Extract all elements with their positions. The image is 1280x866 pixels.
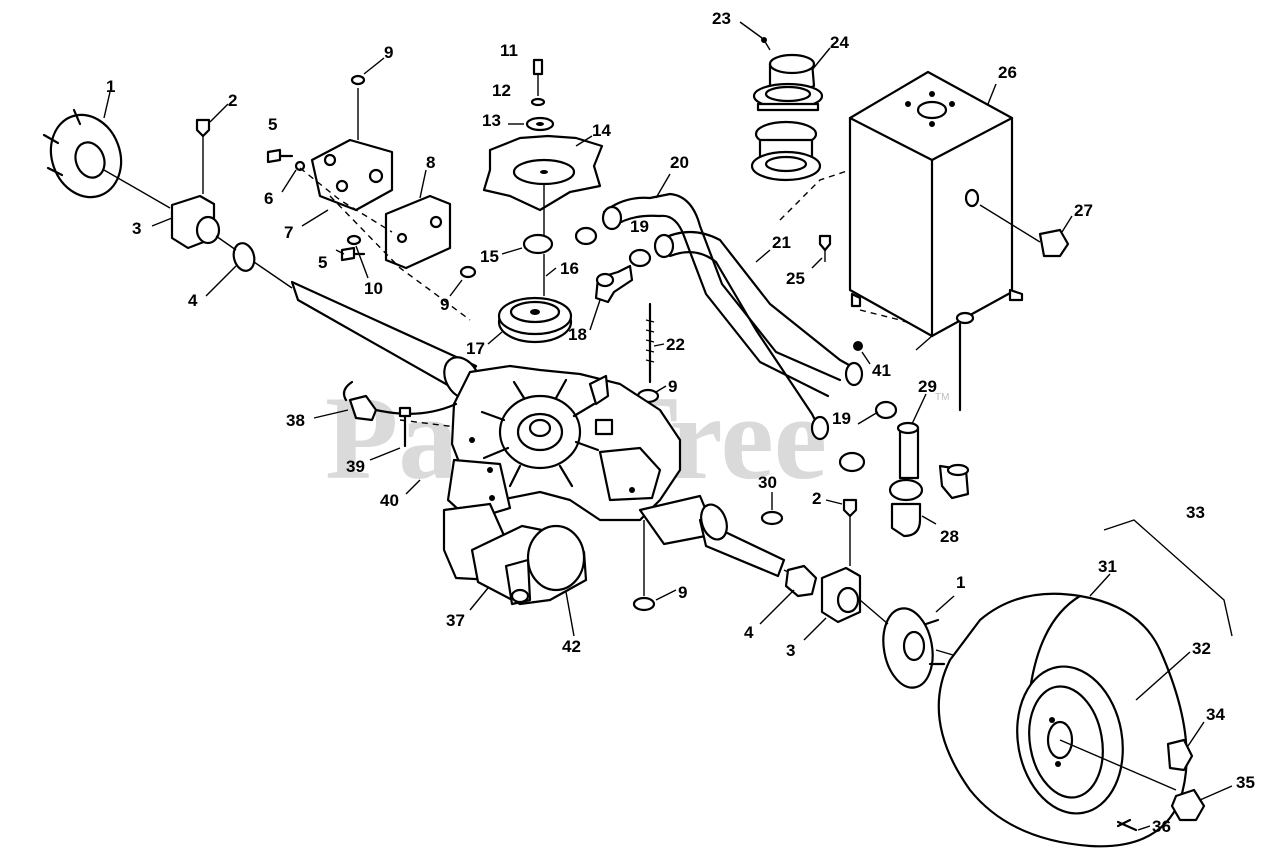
- callout-30: 30: [758, 473, 777, 492]
- elbow-fitting-18: [594, 264, 634, 304]
- pulley: [497, 296, 573, 344]
- callout-7: 7: [284, 223, 293, 242]
- bracket-33: [1103, 519, 1233, 637]
- callout-2-right: 2: [812, 489, 821, 508]
- callout-5: 5: [268, 115, 277, 134]
- tire-and-rim: [937, 592, 1188, 848]
- callout-21: 21: [772, 233, 791, 252]
- callout-28: 28: [940, 527, 959, 546]
- reservoir-cap: [750, 37, 824, 182]
- callout-12: 12: [492, 81, 511, 100]
- callout-15: 15: [480, 247, 499, 266]
- callout-10: 10: [364, 279, 383, 298]
- callout-40: 40: [380, 491, 399, 510]
- callout-3: 3: [132, 219, 141, 238]
- callout-4: 4: [188, 291, 198, 310]
- callout-37: 37: [446, 611, 465, 630]
- callout-42: 42: [562, 637, 581, 656]
- right-wheel-hub: [859, 599, 971, 689]
- callout-22: 22: [666, 335, 685, 354]
- callout-23: 23: [712, 9, 731, 28]
- callout-20: 20: [670, 153, 689, 172]
- callout-17: 17: [466, 339, 485, 358]
- callout-31: 31: [1098, 557, 1117, 576]
- callout-19-top: 19: [630, 217, 649, 236]
- callout-9-bracket: 9: [440, 295, 449, 314]
- callout-33: 33: [1186, 503, 1205, 522]
- fan-assembly: [482, 58, 604, 296]
- callout-14: 14: [592, 121, 611, 140]
- callout-41: 41: [872, 361, 891, 380]
- callout-32: 32: [1192, 639, 1211, 658]
- bolt-39: [398, 406, 412, 448]
- callout-9-bottom: 9: [678, 583, 687, 602]
- transmission-body: [442, 364, 682, 582]
- right-axle-shaft: [638, 494, 801, 579]
- left-bearing-housing: [170, 118, 221, 250]
- callout-8: 8: [426, 153, 435, 172]
- callout-16: 16: [560, 259, 579, 278]
- motor: [470, 524, 588, 606]
- bracket-7: [310, 74, 394, 212]
- callout-4-right: 4: [744, 623, 754, 642]
- right-bearing-housing: [784, 498, 862, 624]
- callout-24: 24: [830, 33, 849, 52]
- leader-axle: [215, 235, 237, 251]
- callout-3-right: 3: [786, 641, 795, 660]
- key-30: [760, 510, 784, 526]
- hoses: [601, 192, 864, 441]
- fitting-38: [342, 380, 458, 422]
- screws-5-6: [266, 148, 366, 262]
- washer-9-lower: [632, 596, 656, 612]
- callout-27: 27: [1074, 201, 1093, 220]
- callout-18: 18: [568, 325, 587, 344]
- callout-19-lower: 19: [832, 409, 851, 428]
- callout-6: 6: [264, 189, 273, 208]
- left-axle-bearing: [232, 242, 256, 272]
- callout-34: 34: [1206, 705, 1225, 724]
- callout-1: 1: [106, 77, 115, 96]
- callout-1-right: 1: [956, 573, 965, 592]
- callout-26: 26: [998, 63, 1017, 82]
- filter-assembly: [888, 421, 970, 538]
- callout-11: 11: [500, 41, 518, 60]
- callout-39: 39: [346, 457, 365, 476]
- callout-29: 29: [918, 377, 937, 396]
- callout-25: 25: [786, 269, 805, 288]
- breather-27: [979, 204, 1070, 258]
- callout-2: 2: [228, 91, 237, 110]
- callout-35: 35: [1236, 773, 1255, 792]
- reservoir-tank: [848, 70, 1024, 412]
- callout-5-lower: 5: [318, 253, 327, 272]
- axle-nuts: [1116, 738, 1206, 832]
- callout-36: 36: [1152, 817, 1171, 836]
- hose-clamps: [574, 226, 898, 473]
- callout-9-top: 9: [384, 43, 393, 62]
- screw-25-nut-41: [818, 234, 863, 351]
- callout-9-stud: 9: [668, 377, 677, 396]
- callout-13: 13: [482, 111, 501, 130]
- callout-labels: 1 2 3 4 5 6 7 8 9 10 11 12 13 14 15 16 1…: [103, 9, 1255, 836]
- left-wheel-hub: [42, 108, 171, 209]
- watermark-trademark: TM: [935, 392, 949, 403]
- callout-38: 38: [286, 411, 305, 430]
- bracket-8: [346, 194, 477, 279]
